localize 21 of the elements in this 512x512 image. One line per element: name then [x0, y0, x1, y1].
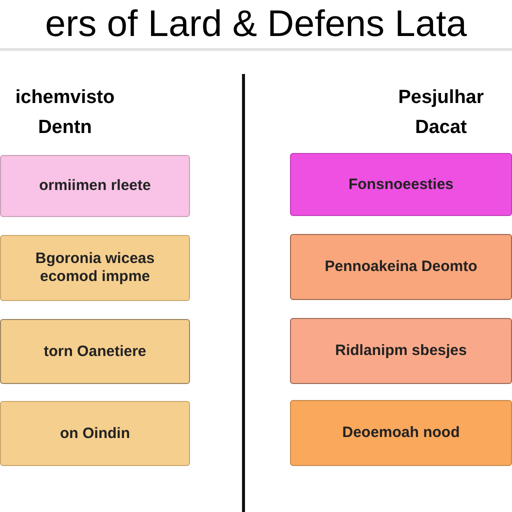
column-heading: ichemvisto — [14, 86, 116, 110]
category-box — [0, 319, 190, 384]
category-box — [0, 155, 190, 217]
box-label: torn Oanetiere — [44, 342, 146, 360]
box-label: Ridlanipm sbesjes — [335, 342, 467, 360]
title: ers of Lard & Defens Lata — [44, 2, 468, 46]
box-label: Fonsnoeesties — [348, 176, 454, 194]
category-box — [290, 400, 512, 466]
box-label: Bgoronia wiceas ecomod impme — [34, 250, 156, 286]
box-label: Pennoakeina Deomto — [324, 258, 478, 276]
category-box — [290, 153, 512, 216]
category-box — [0, 235, 190, 301]
column-heading: Dacat — [414, 116, 468, 140]
category-box — [290, 318, 512, 384]
category-box — [290, 234, 512, 300]
box-label: on Oindin — [60, 424, 130, 442]
column-heading: Dentn — [37, 116, 93, 140]
column-heading: Pesjulhar — [397, 86, 485, 110]
box-label: Deoemoah nood — [342, 424, 460, 442]
box-label: ormiimen rleete — [39, 177, 151, 195]
category-box — [0, 401, 190, 466]
